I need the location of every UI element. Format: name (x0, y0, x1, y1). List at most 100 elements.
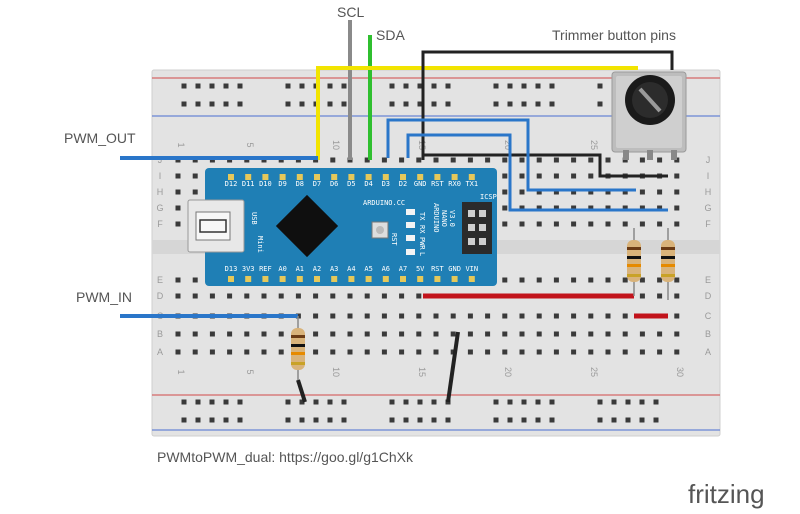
breadboard-hole (433, 313, 439, 319)
rail-hole (237, 83, 243, 89)
breadboard-hole (657, 221, 663, 227)
led-tx-icon (406, 209, 415, 215)
breadboard-hole (622, 277, 628, 283)
breadboard-hole (639, 277, 645, 283)
breadboard-hole (571, 221, 577, 227)
breadboard-hole (639, 157, 645, 163)
column-number-top: 25 (589, 140, 599, 150)
rail-hole (223, 417, 229, 423)
breadboard-hole (571, 157, 577, 163)
breadboard-hole (330, 331, 336, 337)
led-pwr-icon (406, 235, 415, 241)
arduino-bottom-pin-pad (468, 276, 475, 282)
breadboard-hole (536, 277, 542, 283)
rail-hole (521, 399, 527, 405)
breadboard-hole (553, 349, 559, 355)
breadboard-hole (381, 157, 387, 163)
breadboard-hole (553, 173, 559, 179)
arduino-top-pin-pad (468, 174, 475, 180)
wire-blue-2 (406, 133, 668, 212)
arduino-top-pin-pad (451, 174, 458, 180)
breadboard-hole (588, 205, 594, 211)
breadboard-hole (399, 331, 405, 337)
breadboard-hole (416, 293, 422, 299)
icsp-pin (479, 238, 486, 245)
breadboard-hole (605, 205, 611, 211)
breadboard-hole (571, 205, 577, 211)
breadboard-hole (381, 313, 387, 319)
breadboard-hole (192, 277, 198, 283)
rail-hole (431, 101, 437, 107)
rail-hole (181, 399, 187, 405)
breadboard-hole (192, 189, 198, 195)
breadboard-hole (347, 313, 353, 319)
arduino-top-pin-label: D8 (296, 180, 304, 188)
arduino-top-pin-label: GND (414, 180, 427, 188)
rail-hole (341, 417, 347, 423)
trimmer-pin-2 (647, 150, 653, 160)
breadboard-hole (605, 331, 611, 337)
breadboard-hole (227, 349, 233, 355)
rail-hole (209, 399, 215, 405)
arduino-bottom-pin-pad (348, 276, 355, 282)
breadboard-hole (209, 293, 215, 299)
arduino-top-pin-label: D11 (242, 180, 255, 188)
rail-hole (389, 417, 395, 423)
breadboard-hole (192, 349, 198, 355)
arduino-bottom-pin-pad (451, 276, 458, 282)
wire-blue-1 (386, 118, 636, 192)
rail-hole (181, 101, 187, 107)
breadboard-hole (657, 205, 663, 211)
row-letter-right: F (705, 219, 711, 229)
arduino-top-pin-label: D7 (313, 180, 321, 188)
breadboard-hole (519, 173, 525, 179)
column-number-top: 1 (176, 142, 186, 147)
arduino-bottom-pin-label: VIN (465, 265, 478, 273)
rail-hole (625, 417, 631, 423)
arduino-bottom-pin-pad (400, 276, 406, 282)
breadboard-hole (192, 173, 198, 179)
breadboard-hole (571, 349, 577, 355)
breadboard-hole (605, 221, 611, 227)
breadboard-hole (588, 189, 594, 195)
breadboard-hole (192, 331, 198, 337)
row-letter-left: G (156, 203, 163, 213)
breadboard-hole (364, 293, 370, 299)
breadboard-hole (502, 221, 508, 227)
arduino-bottom-pin-label: A3 (330, 265, 338, 273)
breadboard-hole (330, 313, 336, 319)
breadboard-hole (175, 189, 181, 195)
breadboard-hole (381, 293, 387, 299)
arduino-bottom-pin-label: REF (259, 265, 272, 273)
rail-hole (521, 101, 527, 107)
column-number-bottom: 1 (176, 369, 186, 374)
breadboard-hole (450, 331, 456, 337)
rail-hole (611, 417, 617, 423)
breadboard-hole (622, 189, 628, 195)
breadboard-hole (244, 293, 250, 299)
breadboard-hole (209, 331, 215, 337)
rail-hole (327, 417, 333, 423)
breadboard-hole (313, 313, 319, 319)
atmega-chip (275, 194, 339, 258)
rail-hole (195, 399, 201, 405)
arduino-bottom-pin-label: A0 (278, 265, 286, 273)
breadboard-hole (347, 349, 353, 355)
arduino-bottom-pin-label: A5 (364, 265, 372, 273)
breadboard-hole (553, 189, 559, 195)
breadboard-hole (175, 331, 181, 337)
rail-hole (431, 83, 437, 89)
rail-hole (493, 399, 499, 405)
breadboard-hole (313, 331, 319, 337)
row-letter-left: H (157, 187, 164, 197)
breadboard-hole (330, 157, 336, 163)
rail-hole (195, 83, 201, 89)
breadboard-hole (399, 313, 405, 319)
rail-hole (341, 399, 347, 405)
breadboard-hole (536, 173, 542, 179)
breadboard-hole (605, 313, 611, 319)
pwm-in-label: PWM_IN (76, 289, 132, 305)
breadboard-hole (467, 157, 473, 163)
breadboard-hole (588, 221, 594, 227)
